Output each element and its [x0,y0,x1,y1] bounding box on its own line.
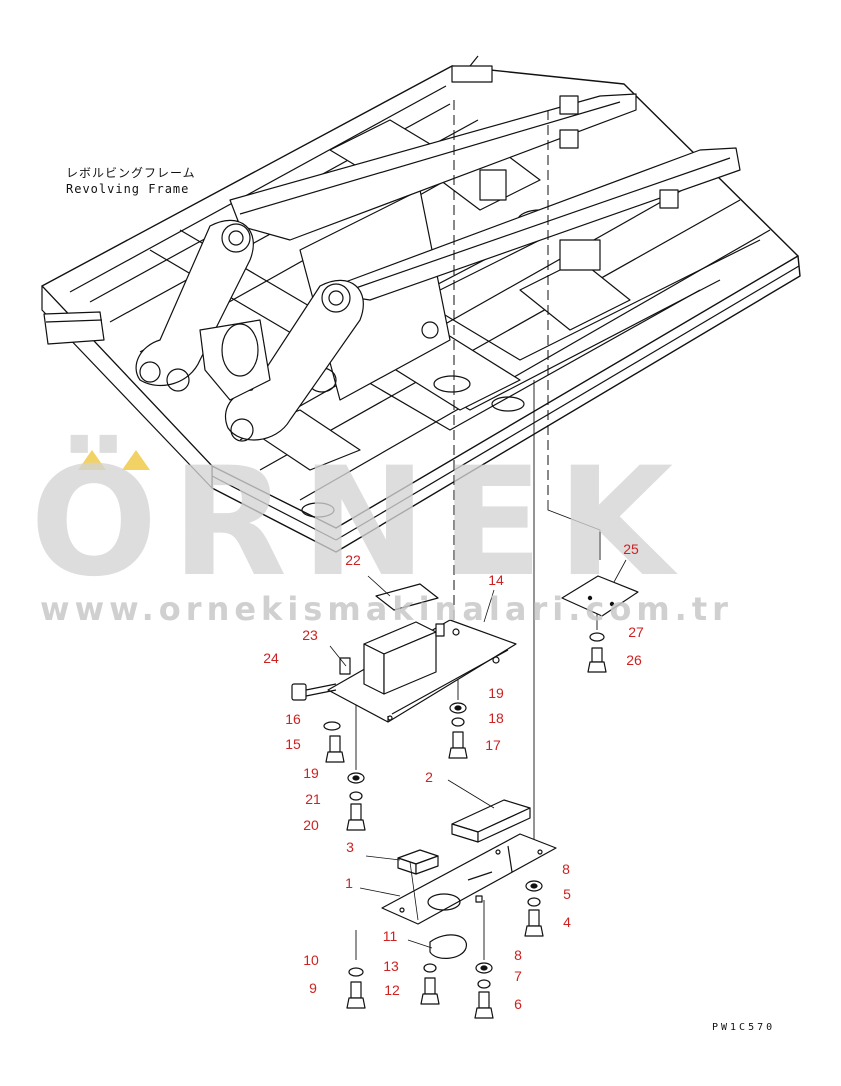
part-20-bolt [346,803,366,831]
callout-c17: 17 [485,737,501,753]
frame-caption-english: Revolving Frame [66,182,190,196]
callout-leaders [329,559,627,949]
revolving-frame [41,55,801,553]
callout-c7: 7 [514,968,522,984]
callout-c15: 15 [285,736,301,752]
watermark-brand: ÖRNEK [30,436,688,610]
callout-c20: 20 [303,817,319,833]
alignment-lines [453,100,549,630]
callout-c27: 27 [628,624,644,640]
callout-c23: 23 [302,627,318,643]
callout-c26: 26 [626,652,642,668]
callout-c14: 14 [488,572,504,588]
callout-c4: 4 [563,914,571,930]
part-22-cover [375,583,439,611]
callout-c1: 1 [345,875,353,891]
part-26-bolt [587,647,607,673]
watermark-umlaut-dots [78,450,150,470]
callout-c13: 13 [383,958,399,974]
frame-caption-japanese: レボルビングフレーム [66,166,196,180]
part-3-block [397,849,439,875]
part-24-bolt [291,683,337,701]
part-9-bolt [346,981,366,1009]
callout-c18: 18 [488,710,504,726]
part-23-box [339,621,445,695]
drawing-code: PW1C570 [712,1022,776,1033]
callout-c22: 22 [345,552,361,568]
callout-c8b: 8 [514,947,522,963]
callout-c5: 5 [563,886,571,902]
callout-c9: 9 [309,980,317,996]
part-17-bolt [448,731,468,759]
callout-c21: 21 [305,791,321,807]
part-6-bolt [474,991,494,1019]
part-4-bolt [524,909,544,937]
callout-c19b: 19 [303,765,319,781]
part-12-bolt [420,977,440,1005]
part-2-block [451,799,531,843]
callout-c24: 24 [263,650,279,666]
watermark-url: www.ornekismakinalari.com.tr [40,590,733,628]
callout-c2: 2 [425,769,433,785]
callout-c16: 16 [285,711,301,727]
part-15-bolt [325,735,345,763]
callout-c8a: 8 [562,861,570,877]
callout-c3: 3 [346,839,354,855]
part-25-cover [561,575,639,617]
callout-c12: 12 [384,982,400,998]
callout-c25: 25 [623,541,639,557]
callout-c6: 6 [514,996,522,1012]
part-11-cover [429,934,467,959]
part-1-base-plate [381,833,557,925]
callout-c19a: 19 [488,685,504,701]
callout-c10: 10 [303,952,319,968]
callout-c11: 11 [382,928,398,944]
